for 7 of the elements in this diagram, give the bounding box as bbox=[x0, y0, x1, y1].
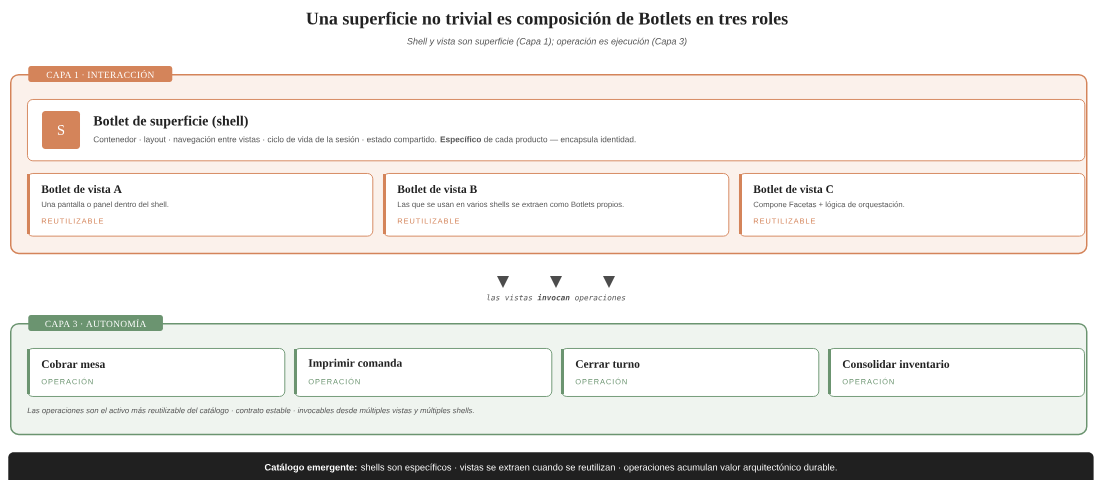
layer-tab: CAPA 3 · AUTONOMÍA bbox=[28, 315, 163, 331]
layer-tab: CAPA 1 · INTERACCIÓN bbox=[28, 66, 173, 82]
title: Una superficie no trivial es composición de Botlets en tres roles bbox=[306, 11, 788, 29]
initial-badge: S bbox=[42, 111, 80, 149]
footer-bar: Catálogo emergente: shells son específicos · vistas se extraen cuando se reutilizan · operaciones acumulan valor arquitectónico durable. bbox=[8, 452, 1094, 480]
subtitle: Shell y vista son superficie (Capa 1); operación es ejecución (Capa 3) bbox=[407, 37, 687, 47]
shell-card: S Botlet de superficie (shell) Contenedor · layout · navegación entre vistas · ciclo de vida de la sesión · estado compartido. Específico de cada producto — encapsula identidad. bbox=[27, 99, 1086, 162]
